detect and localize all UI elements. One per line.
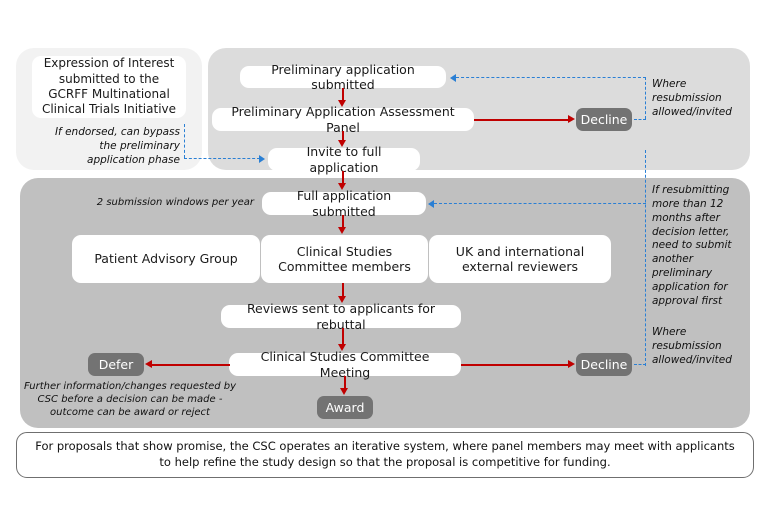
arrow-panel-to-invite bbox=[342, 131, 344, 141]
arrowhead-left bbox=[145, 360, 152, 368]
arrowhead-down bbox=[337, 183, 346, 190]
arrowhead-right bbox=[568, 360, 575, 368]
arrow-full-submitted-to-reviewers bbox=[342, 215, 344, 228]
box-preliminary-application-assessment-panel[interactable]: Preliminary Application Assessment Panel bbox=[212, 104, 474, 135]
arrowhead-down bbox=[337, 296, 346, 303]
box-reviews-sent-to-applicants-for-rebuttal[interactable]: Reviews sent to applicants for rebuttal bbox=[221, 301, 461, 332]
arrow-panel-to-decline bbox=[474, 118, 569, 121]
box-invite-to-full-application[interactable]: Invite to full application bbox=[268, 144, 420, 175]
connector-resubmission-bottom-vertical bbox=[645, 150, 646, 366]
box-full-application-submitted[interactable]: Full application submitted bbox=[262, 188, 426, 219]
box-expression-of-interest[interactable]: Expression of Interest submitted to the … bbox=[32, 56, 186, 118]
arrowhead-down bbox=[337, 140, 346, 147]
box-uk-and-international-external-reviewers[interactable]: UK and international external reviewers bbox=[429, 235, 611, 283]
badge-decline-full[interactable]: Decline bbox=[576, 353, 632, 376]
note-submission-windows: 2 submission windows per year bbox=[96, 197, 254, 208]
arrow-reviews-to-csc-meeting bbox=[342, 328, 344, 345]
note-resubmission-allowed-bottom: Where resubmission allowed/invited bbox=[652, 326, 732, 366]
arrow-csc-meeting-to-defer bbox=[152, 363, 230, 366]
connector-resubmission-top-horizontal bbox=[456, 77, 646, 78]
arrowhead-down bbox=[337, 227, 346, 234]
arrow-csc-meeting-to-decline bbox=[461, 363, 569, 366]
connector-decline-bottom-stub bbox=[634, 364, 646, 365]
full-application-stage-panel bbox=[20, 178, 750, 428]
note-resubmission-allowed-top: Where resubmission allowed/invited bbox=[652, 78, 732, 118]
connector-bypass-horizontal bbox=[184, 158, 260, 159]
box-clinical-studies-committee-members[interactable]: Clinical Studies Committee members bbox=[261, 235, 428, 283]
badge-award[interactable]: Award bbox=[317, 396, 373, 419]
connector-decline-top-stub bbox=[634, 119, 646, 120]
box-patient-advisory-group[interactable]: Patient Advisory Group bbox=[72, 235, 260, 283]
arrowhead-down bbox=[339, 388, 348, 395]
connector-arrowhead-right bbox=[259, 154, 265, 163]
arrowhead-down bbox=[337, 344, 346, 351]
connector-bypass-vertical bbox=[184, 124, 185, 158]
connector-resubmission-top-vertical bbox=[645, 77, 646, 119]
box-preliminary-application-submitted[interactable]: Preliminary application submitted bbox=[240, 62, 446, 92]
note-resubmission-after-12-months: If resubmitting more than 12 months afte… bbox=[652, 184, 732, 307]
arrow-reviewers-to-reviews bbox=[342, 283, 344, 297]
arrow-invite-to-full-submitted bbox=[342, 171, 344, 184]
arrowhead-right bbox=[568, 115, 575, 123]
badge-decline-preliminary[interactable]: Decline bbox=[576, 108, 632, 131]
arrowhead-down bbox=[337, 100, 346, 107]
connector-arrowhead-left bbox=[450, 73, 456, 82]
box-clinical-studies-committee-meeting[interactable]: Clinical Studies Committee Meeting bbox=[229, 349, 461, 380]
connector-resubmission-to-full-horizontal bbox=[434, 203, 646, 204]
note-defer-explanation: Further information/changes requested by… bbox=[23, 381, 237, 419]
arrow-csc-meeting-to-award bbox=[344, 376, 346, 389]
caption-box: For proposals that show promise, the CSC… bbox=[16, 432, 754, 478]
note-bypass-preliminary-phase: If endorsed, can bypass the preliminary … bbox=[54, 126, 180, 166]
badge-defer[interactable]: Defer bbox=[88, 353, 144, 376]
arrow-prelim-submitted-to-panel bbox=[342, 88, 344, 101]
connector-arrowhead-left bbox=[428, 199, 434, 208]
